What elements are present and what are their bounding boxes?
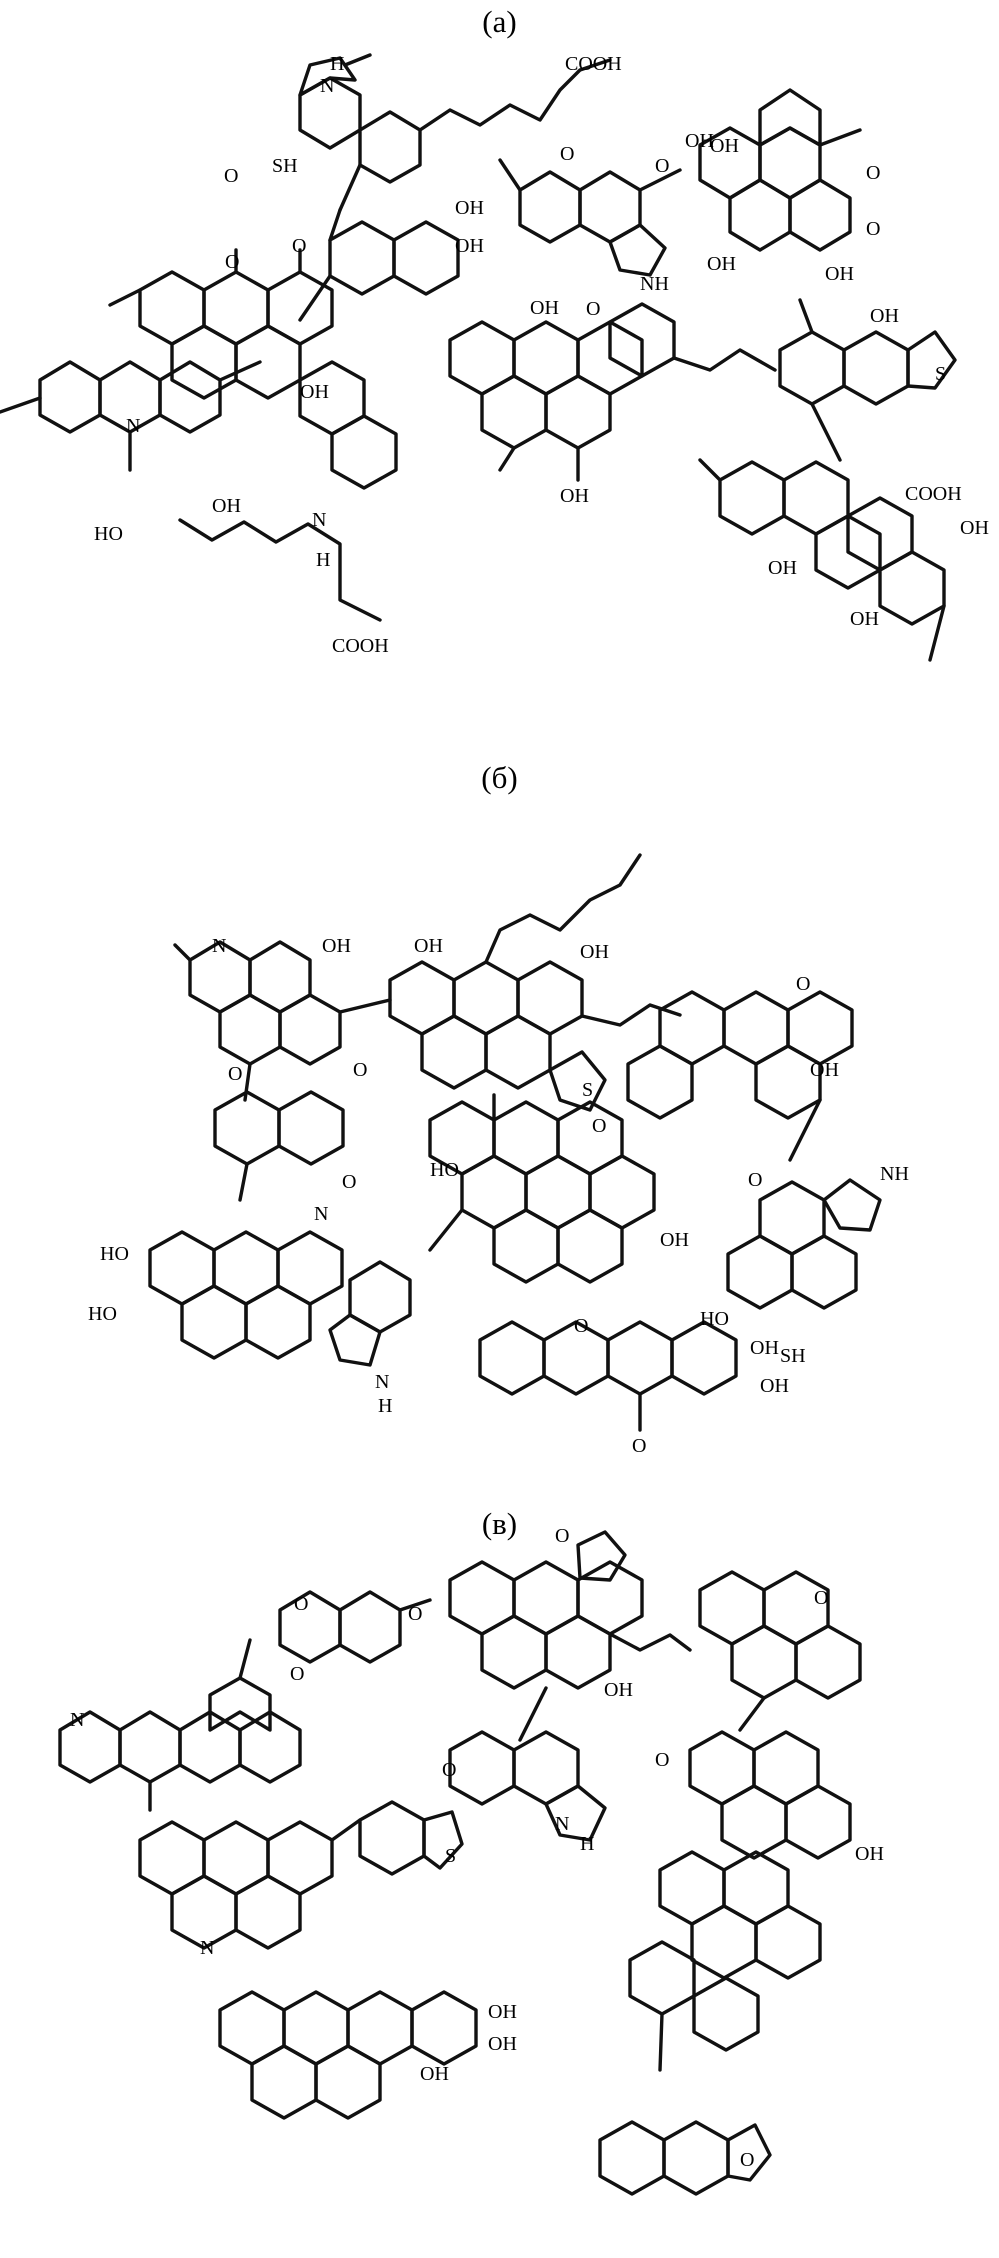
- panel-a-group: OH: [768, 557, 797, 579]
- panel-c-group: H: [580, 1833, 594, 1855]
- panel-b-group: O: [592, 1115, 606, 1137]
- panel-b-group: SH: [780, 1345, 806, 1367]
- panel-a-group: COOH: [332, 635, 389, 657]
- panel-a-group: N: [320, 75, 334, 97]
- panel-a-group: OH: [685, 130, 714, 152]
- panel-c-group: N: [555, 1813, 569, 1835]
- panel-b-group: OH: [660, 1229, 689, 1251]
- panel-a-group: OH: [560, 485, 589, 507]
- panel-a-group: S: [935, 363, 946, 385]
- panel-b: (б): [0, 740, 999, 1500]
- panel-b-group: OH: [322, 935, 351, 957]
- panel-a-group: H: [316, 549, 330, 571]
- panel-c-group: N: [70, 1709, 84, 1731]
- panel-a: (а): [0, 0, 999, 730]
- panel-b-group: O: [342, 1171, 356, 1193]
- panel-c-group: OH: [488, 2033, 517, 2055]
- panel-b-group: OH: [760, 1375, 789, 1397]
- panel-b-group: OH: [810, 1059, 839, 1081]
- panel-b-label: (б): [481, 760, 518, 795]
- panel-a-group: OH: [707, 253, 736, 275]
- panel-c-group: OH: [604, 1679, 633, 1701]
- panel-a-group: O: [866, 162, 880, 184]
- panel-a-group: OH: [530, 297, 559, 319]
- panel-b-group: HO: [100, 1243, 129, 1265]
- panel-b-group: O: [748, 1169, 762, 1191]
- panel-c: (в): [0, 1500, 999, 2258]
- panel-a-group: N: [312, 509, 326, 531]
- panel-b-group: OH: [414, 935, 443, 957]
- panel-a-group: COOH: [905, 483, 962, 505]
- panel-a-group: O: [866, 218, 880, 240]
- panel-b-group: O: [353, 1059, 367, 1081]
- panel-b-group: OH: [580, 941, 609, 963]
- panel-a-structure: COOH H N SH OH O O OH OH O O NH O OH O O…: [0, 53, 989, 662]
- panel-a-group: OH: [710, 135, 739, 157]
- panel-c-group: OH: [855, 1843, 884, 1865]
- panel-a-group: NH: [640, 273, 669, 295]
- panel-c-group: N: [200, 1937, 214, 1959]
- panel-a-group: H: [330, 53, 344, 75]
- panel-b-group: HO: [430, 1159, 459, 1181]
- panel-b-group: O: [632, 1435, 646, 1457]
- panel-a-group: OH: [212, 495, 241, 517]
- panel-a-group: O: [292, 235, 306, 257]
- panel-c-group: O: [814, 1587, 828, 1609]
- panel-c-group: OH: [420, 2063, 449, 2085]
- panel-a-group: OH: [850, 608, 879, 630]
- panel-c-group: S: [445, 1845, 456, 1867]
- panel-c-structure: O O O O N O OH O O S N H N OH OH OH OH O: [58, 1525, 884, 2196]
- panel-a-group: O: [224, 165, 238, 187]
- panel-c-group: O: [294, 1593, 308, 1615]
- panel-a-group: OH: [455, 197, 484, 219]
- panel-b-group: N: [375, 1371, 389, 1393]
- panel-a-group: SH: [272, 155, 298, 177]
- panel-b-group: HO: [88, 1303, 117, 1325]
- panel-b-group: OH: [750, 1337, 779, 1359]
- panel-a-group: HO: [94, 523, 123, 545]
- panel-b-group: S: [582, 1079, 593, 1101]
- panel-b-group: NH: [880, 1163, 909, 1185]
- panel-a-group: O: [655, 155, 669, 177]
- panel-a-group: N: [126, 415, 140, 437]
- panel-b-group: H: [378, 1395, 392, 1417]
- panel-b-group: HO: [700, 1308, 729, 1330]
- panel-c-group: O: [290, 1663, 304, 1685]
- panel-b-structure: N OH OH OH O O S O OH O N HO O NH HO OH …: [88, 853, 909, 1457]
- panel-a-group: COOH: [565, 53, 622, 75]
- panel-b-group: N: [314, 1203, 328, 1225]
- panel-b-group: O: [228, 1063, 242, 1085]
- panel-b-group: N: [212, 935, 226, 957]
- panel-a-label: (а): [482, 4, 517, 39]
- panel-c-group: O: [408, 1603, 422, 1625]
- panel-b-group: O: [796, 973, 810, 995]
- panel-b-group: O: [574, 1315, 588, 1337]
- panel-a-group: OH: [825, 263, 854, 285]
- panel-a-group: OH: [960, 517, 989, 539]
- panel-c-group: O: [442, 1759, 456, 1781]
- panel-a-group: OH: [455, 235, 484, 257]
- panel-a-group: O: [225, 251, 239, 273]
- panel-a-group: O: [560, 143, 574, 165]
- panel-c-group: O: [655, 1749, 669, 1771]
- panel-c-group: O: [555, 1525, 569, 1547]
- panel-a-group: O: [586, 298, 600, 320]
- panel-c-label: (в): [481, 1506, 518, 1541]
- panel-c-group: OH: [488, 2001, 517, 2023]
- panel-a-group: OH: [870, 305, 899, 327]
- panel-a-group: OH: [300, 381, 329, 403]
- panel-c-group: O: [740, 2149, 754, 2171]
